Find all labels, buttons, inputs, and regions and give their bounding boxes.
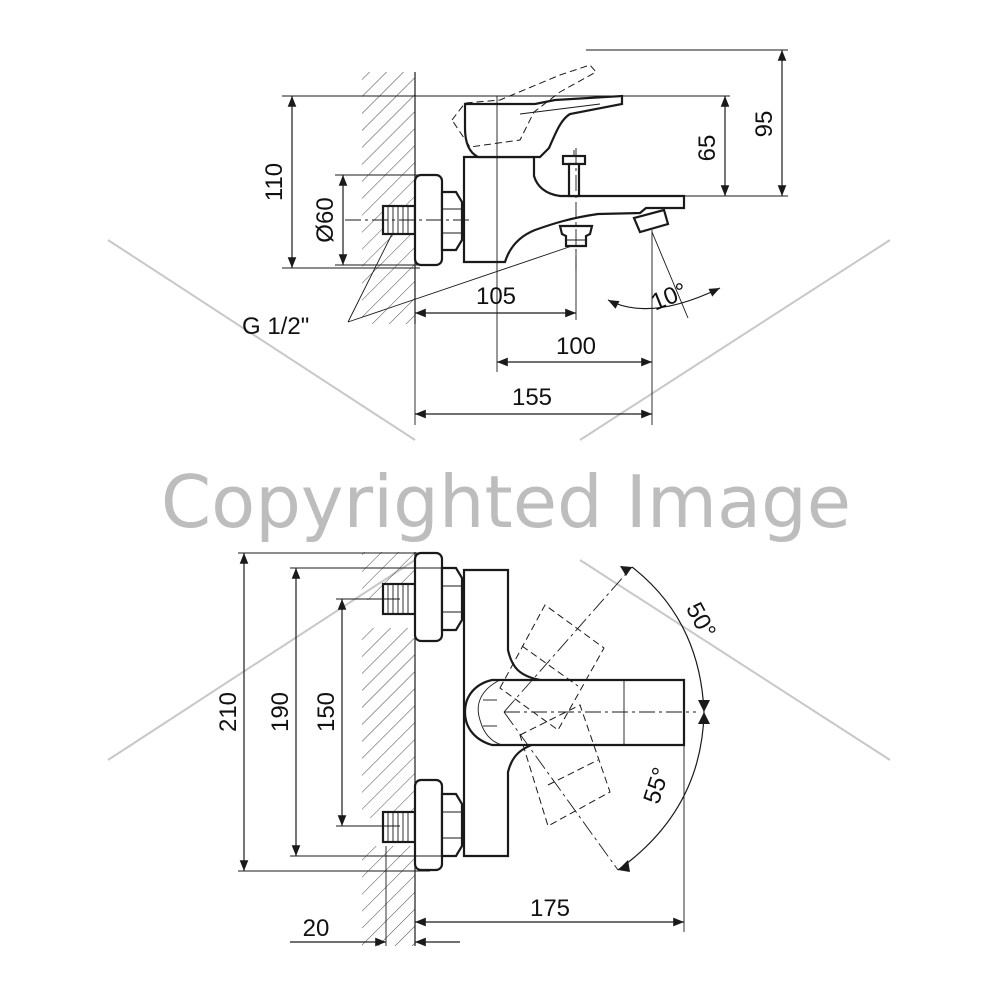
dim-65: 65	[694, 135, 721, 162]
dim-110: 110	[261, 163, 288, 201]
dim-diameter-60: Ø60	[312, 197, 339, 242]
lever-handle-rotated-up	[499, 604, 605, 731]
dim-210: 210	[215, 692, 242, 732]
dim-95: 95	[751, 111, 778, 138]
top-view: 210 190 150 20 175 50° 55°	[215, 551, 721, 947]
wall-flange-upper	[413, 551, 444, 643]
dim-175: 175	[530, 895, 570, 922]
spout-aerator	[632, 208, 670, 234]
watermark-text: Copyrighted Image	[161, 460, 851, 544]
watermark: Copyrighted Image	[107, 239, 891, 761]
dim-20: 20	[303, 915, 330, 942]
side-view: 110 Ø60 G 1/2" 105 100 155 65 95 10°	[242, 49, 788, 425]
dim-thread-g12: G 1/2"	[242, 313, 309, 340]
connector-nut	[440, 190, 464, 252]
wall-flange-lower	[413, 778, 444, 872]
dim-angle-55: 55°	[638, 764, 675, 807]
lever-handle-raised	[451, 64, 597, 148]
dim-100: 100	[556, 333, 596, 360]
dim-150: 150	[313, 692, 340, 732]
mixer-body	[462, 155, 686, 264]
lever-handle-rotated-down	[519, 704, 611, 827]
dim-190: 190	[267, 692, 294, 732]
dim-105: 105	[476, 283, 516, 310]
dim-angle-50: 50°	[680, 598, 721, 643]
lever-handle	[463, 94, 624, 159]
lever-handle-top	[463, 678, 686, 747]
wall-hatch	[362, 72, 415, 324]
diverter-knob	[561, 154, 587, 166]
dim-155: 155	[512, 384, 552, 411]
